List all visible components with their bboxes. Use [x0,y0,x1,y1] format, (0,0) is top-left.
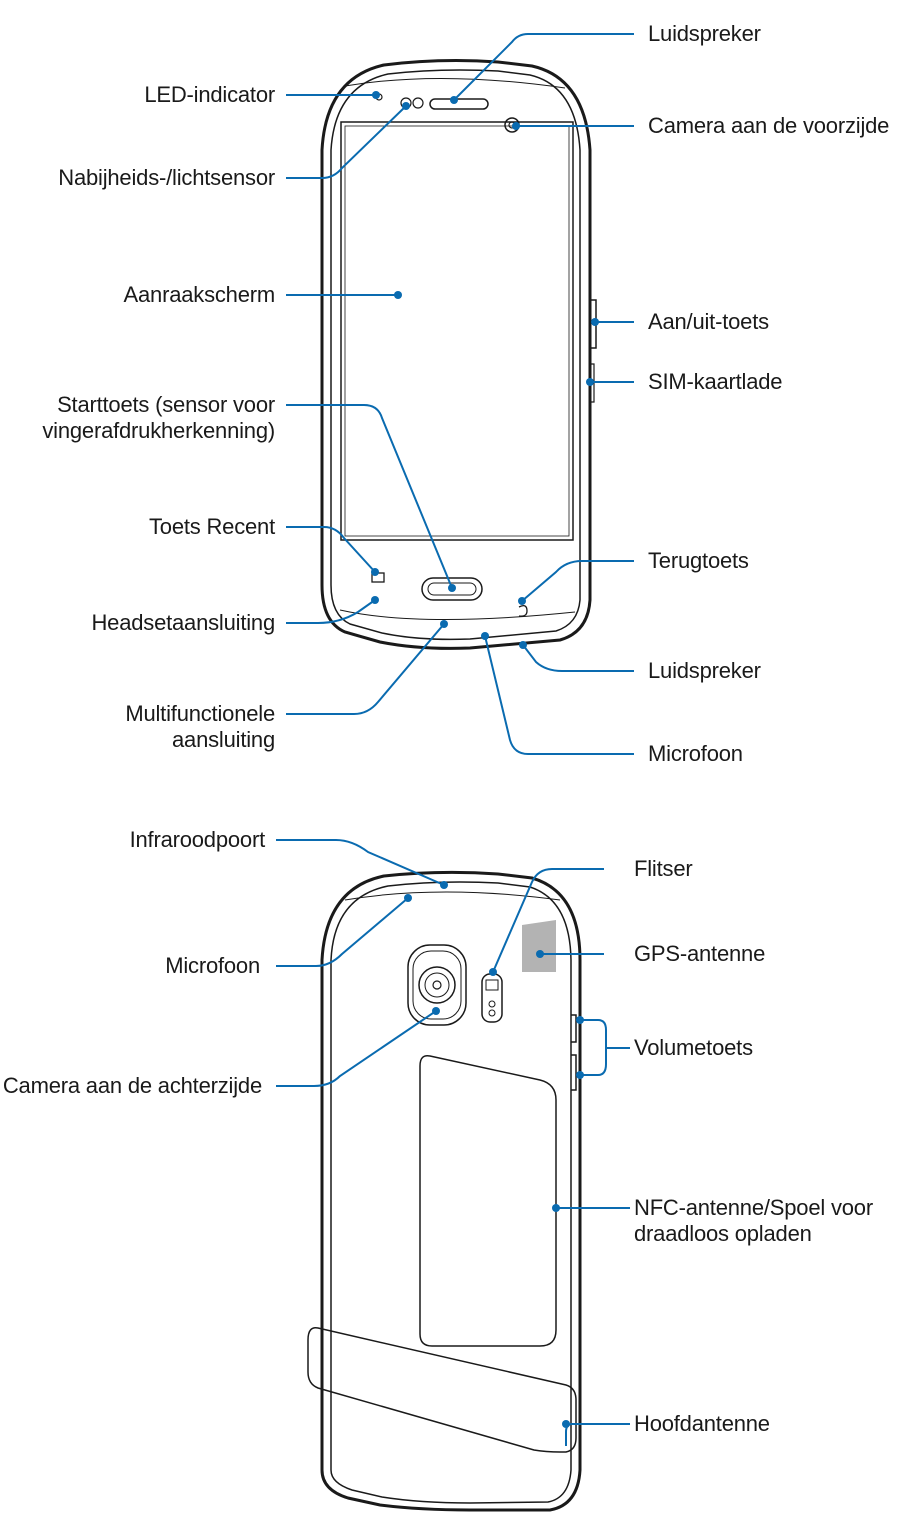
label-recent-key: Toets Recent [148,514,275,539]
label-camera-rear: Camera aan de achterzijde [2,1073,262,1098]
label-nfc-line1: NFC-antenne/Spoel voor [634,1195,873,1220]
label-infrared-port: Infraroodpoort [129,827,266,852]
label-main-antenna: Hoofdantenne [634,1411,770,1436]
line-flash [492,868,604,973]
line-back [521,560,634,602]
line-infrared [276,839,445,886]
label-sim-tray: SIM-kaartlade [648,369,783,394]
label-touchscreen: Aanraakscherm [123,282,276,307]
label-multipurpose-jack: Multifunctionele aansluiting [125,701,275,753]
label-headset-jack: Headsetaansluiting [91,610,275,635]
label-home-key-line2: vingerafdrukherkenning) [42,418,275,443]
back-phone [307,870,582,1512]
label-multi-line1: Multifunctionele [125,701,275,726]
front-callout-dots [371,91,599,649]
label-microphone-front: Microfoon [648,741,743,766]
gps-patch [522,920,556,972]
back-callout-lines [276,839,630,1446]
label-gps-antenna: GPS-antenne [634,941,766,966]
label-home-key: Starttoets (sensor voor vingerafdrukherk… [42,392,275,444]
line-luidspreker-bottom [522,644,634,672]
line-multi [286,623,445,715]
label-nfc-line2: draadloos opladen [634,1221,812,1246]
label-power-key: Aan/uit-toets [648,309,769,334]
line-volume-bracket [580,1019,607,1076]
label-luidspreker-top: Luidspreker [648,21,761,46]
label-back-key: Terugtoets [648,548,749,573]
line-recent [286,526,376,573]
front-callout-lines [286,33,634,755]
label-nfc-antenna: NFC-antenne/Spoel voor draadloos opladen [634,1195,873,1247]
label-volume-key: Volumetoets [634,1035,753,1060]
label-proximity-sensor: Nabijheids-/lichtsensor [58,165,275,190]
line-proximity [286,105,407,179]
line-home [286,404,453,589]
label-multi-line2: aansluiting [172,727,275,752]
label-microphone-back: Microfoon [165,953,260,978]
line-mic-back [276,897,409,967]
label-camera-front: Camera aan de voorzijde [648,113,890,138]
line-mic [484,635,634,755]
back-callout-dots [404,881,584,1428]
front-phone [320,59,597,650]
label-flash: Flitser [634,856,693,881]
line-camera-rear [276,1010,437,1087]
line-headset [286,599,376,624]
label-luidspreker-bottom: Luidspreker [648,658,761,683]
label-led-indicator: LED-indicator [144,82,275,107]
label-home-key-line1: Starttoets (sensor voor [57,392,275,417]
line-luidspreker-top [453,33,634,101]
